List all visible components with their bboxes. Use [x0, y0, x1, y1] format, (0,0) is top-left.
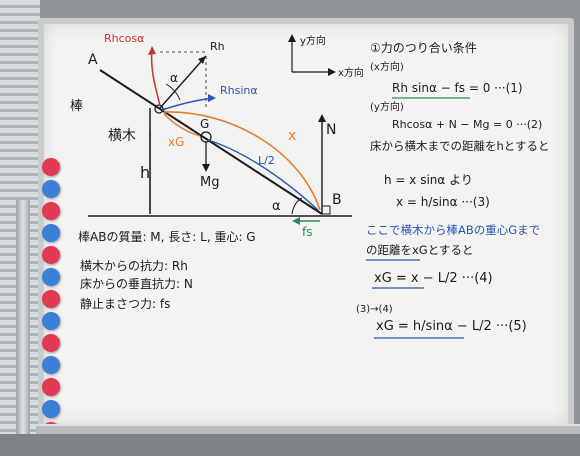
label-mg: Mg: [200, 175, 219, 190]
magnet-red: [42, 202, 60, 220]
label-rod: 棒: [70, 99, 83, 114]
rh-cos-arrow: [150, 47, 161, 107]
magnet-column: [42, 158, 64, 444]
note-right-distance: 床から横木までの距離をhとすると: [370, 139, 549, 153]
note-right-eq1: Rh sinα − fs = 0 ···(1): [392, 81, 523, 95]
note-right-heading: ①力のつり合い条件: [370, 40, 477, 55]
note-right-here: ここで横木から棒ABの重心Gまで: [366, 223, 540, 237]
label-rh: Rh: [210, 40, 225, 53]
rh-arrowhead: [198, 56, 206, 64]
alpha-arc-b: [291, 197, 303, 215]
wall-floor: [0, 434, 580, 456]
label-rh-cos: Rhcosα: [104, 32, 144, 45]
alpha-arc-top: [165, 83, 181, 101]
label-half-l: L/2: [258, 154, 275, 167]
label-rh-sin: Rhsinα: [220, 84, 258, 97]
x-axis-arrowhead: [328, 68, 336, 76]
label-a: A: [88, 52, 98, 68]
label-x: x: [288, 128, 296, 144]
note-right-xg-def: の距離をxGとすると: [366, 243, 473, 257]
note-left-n: 床からの垂直抗力: N: [80, 276, 193, 291]
label-alpha-top: α: [170, 71, 178, 85]
note-right-y-dir: (y方向): [370, 100, 404, 113]
note-left-mass: 棒ABの質量: M, 長さ: L, 重心: G: [78, 229, 256, 244]
magnet-red: [42, 158, 60, 176]
label-alpha-b: α: [272, 199, 281, 214]
whiteboard-stand: [16, 200, 30, 456]
half-l-arc: [207, 139, 319, 211]
magnet-blue: [42, 312, 60, 330]
note-right-substitute: (3)→(4): [356, 304, 393, 315]
note-left-rh: 横木からの抗力: Rh: [80, 258, 188, 273]
label-n: N: [326, 122, 336, 138]
rh-sin-arrowhead: [208, 94, 216, 102]
x-length-arc: [163, 111, 321, 211]
label-crossbar: 横木: [108, 128, 136, 144]
note-right-x-dir: (x方向): [370, 60, 404, 73]
xg-length-arc: [163, 113, 201, 137]
note-left-fs: 静止まさつ力: fs: [80, 297, 170, 311]
magnet-blue: [42, 268, 60, 286]
magnet-blue: [42, 180, 60, 198]
note-right-eq2: Rhcosα + N − Mg = 0 ···(2): [392, 118, 542, 131]
magnet-blue: [42, 224, 60, 242]
magnet-blue: [42, 400, 60, 418]
note-right-eq4: xG = x − L/2 ···(4): [374, 271, 493, 286]
right-angle-mark: [321, 205, 331, 215]
note-right-h-eq: h = x sinα より: [384, 173, 473, 187]
magnet-red: [42, 290, 60, 308]
label-g: G: [200, 117, 209, 131]
magnet-blue: [42, 356, 60, 374]
fs-arrowhead: [292, 217, 300, 225]
y-axis-arrowhead: [288, 34, 296, 42]
note-right-eq3: x = h/sinα ···(3): [396, 195, 490, 209]
rh-arrow: [159, 55, 207, 109]
label-xg: xG: [168, 135, 184, 149]
marker-tray: [36, 424, 580, 436]
n-arrowhead: [318, 114, 326, 122]
label-fs: fs: [302, 225, 312, 239]
magnet-red: [42, 334, 60, 352]
magnet-red: [42, 378, 60, 396]
mg-arrowhead: [202, 164, 210, 172]
note-right-eq5: xG = h/sinα − L/2 ···(5): [376, 319, 527, 334]
label-y-dir: y方向: [300, 34, 326, 47]
magnet-red: [42, 246, 60, 264]
label-b: B: [332, 192, 342, 208]
label-x-dir: x方向: [338, 66, 364, 79]
rod-ab: [99, 69, 323, 215]
label-h: h: [140, 163, 150, 182]
rh-cos-arrowhead: [148, 46, 156, 55]
